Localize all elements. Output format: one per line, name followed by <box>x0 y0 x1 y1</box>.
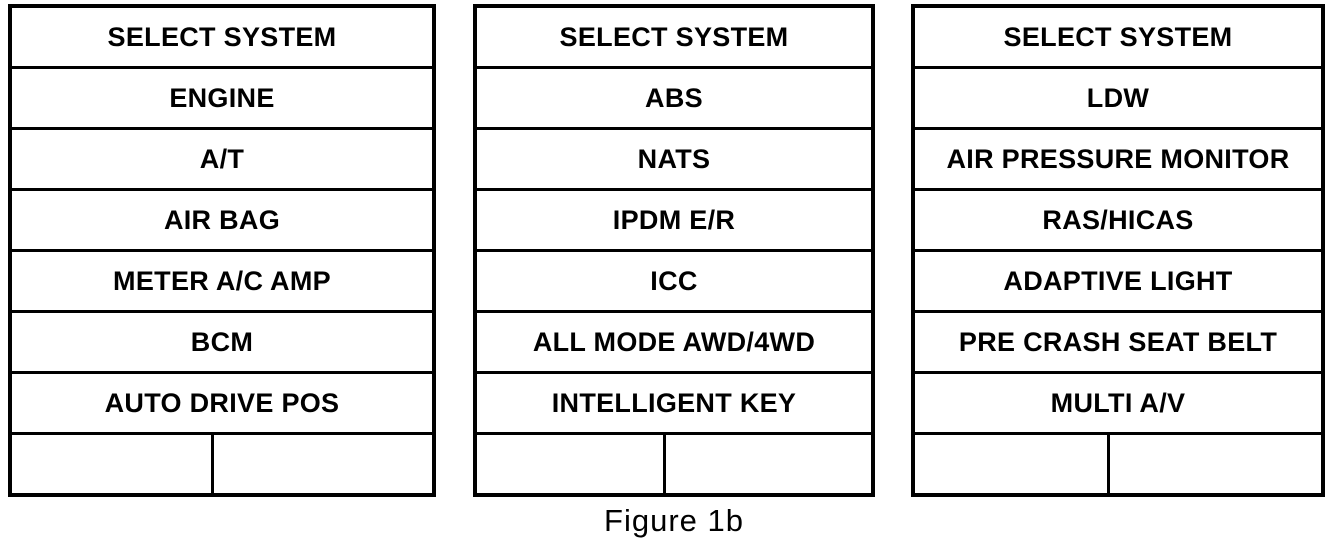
menu-item-engine[interactable]: ENGINE <box>12 69 432 130</box>
pager-cell-right[interactable] <box>213 435 432 493</box>
menu-item-at[interactable]: A/T <box>12 130 432 191</box>
menu-item-auto-drive-pos[interactable]: AUTO DRIVE POS <box>12 374 432 435</box>
menu-item-ldw[interactable]: LDW <box>915 69 1321 130</box>
menu-item-nats[interactable]: NATS <box>477 130 871 191</box>
menu-item-intelligent-key[interactable]: INTELLIGENT KEY <box>477 374 871 435</box>
select-system-screen-2: SELECT SYSTEM ABS NATS IPDM E/R ICC ALL … <box>473 4 875 497</box>
pager-row <box>915 435 1321 493</box>
pager-cell-right[interactable] <box>1109 435 1321 493</box>
menu-item-multi-av[interactable]: MULTI A/V <box>915 374 1321 435</box>
menu-item-abs[interactable]: ABS <box>477 69 871 130</box>
menu-item-adaptive-light[interactable]: ADAPTIVE LIGHT <box>915 252 1321 313</box>
screen-title: SELECT SYSTEM <box>915 8 1321 69</box>
menu-item-icc[interactable]: ICC <box>477 252 871 313</box>
pager-row <box>477 435 871 493</box>
menu-item-air-bag[interactable]: AIR BAG <box>12 191 432 252</box>
screen-title: SELECT SYSTEM <box>477 8 871 69</box>
pager-cell-left[interactable] <box>12 435 214 493</box>
select-system-screen-1: SELECT SYSTEM ENGINE A/T AIR BAG METER A… <box>8 4 436 497</box>
pager-cell-left[interactable] <box>477 435 667 493</box>
menu-item-ipdm-er[interactable]: IPDM E/R <box>477 191 871 252</box>
menu-item-meter-ac-amp[interactable]: METER A/C AMP <box>12 252 432 313</box>
screen-title: SELECT SYSTEM <box>12 8 432 69</box>
pager-cell-right[interactable] <box>666 435 871 493</box>
select-system-screen-3: SELECT SYSTEM LDW AIR PRESSURE MONITOR R… <box>911 4 1325 497</box>
pager-row <box>12 435 432 493</box>
menu-item-pre-crash-seat-belt[interactable]: PRE CRASH SEAT BELT <box>915 313 1321 374</box>
figure-caption: Figure 1b <box>604 503 744 538</box>
menu-item-ras-hicas[interactable]: RAS/HICAS <box>915 191 1321 252</box>
pager-cell-left[interactable] <box>915 435 1110 493</box>
menu-item-bcm[interactable]: BCM <box>12 313 432 374</box>
menu-item-all-mode-awd-4wd[interactable]: ALL MODE AWD/4WD <box>477 313 871 374</box>
menu-item-air-pressure-monitor[interactable]: AIR PRESSURE MONITOR <box>915 130 1321 191</box>
